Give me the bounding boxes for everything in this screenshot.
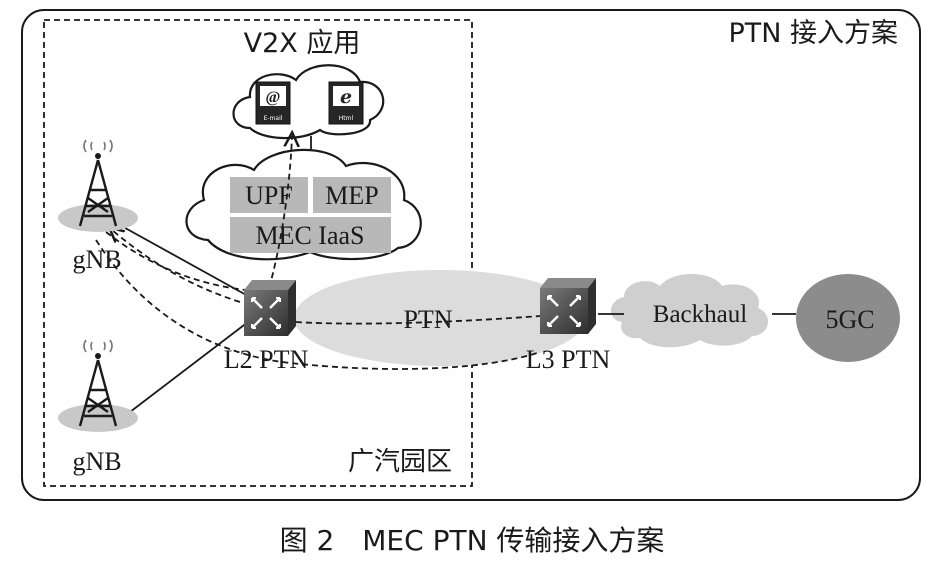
campus-frame: [43, 19, 473, 487]
gnb-bottom-tower-icon: [58, 339, 138, 432]
svg-text:Html: Html: [339, 115, 354, 122]
mep-cell: [313, 177, 391, 213]
gnb-bottom-label: gNB: [72, 447, 121, 476]
outer-frame: [21, 9, 921, 501]
mec-iaas-label: MEC IaaS: [255, 221, 364, 250]
l2-ptn-label: L2 PTN: [224, 345, 309, 374]
mec-iaas-cell: [230, 217, 391, 253]
v2x-label: V2X 应用: [244, 28, 361, 59]
scheme-title: PTN 接入方案: [728, 18, 898, 49]
campus-label: 广汽园区: [348, 447, 452, 477]
mep-label: MEP: [325, 181, 378, 210]
backhaul-cloud: [610, 274, 769, 348]
l2-ptn-router-icon: [244, 280, 296, 336]
core-5gc-node: [796, 274, 900, 362]
backhaul-label: Backhaul: [653, 301, 747, 328]
gnb-top-tower-icon: [58, 139, 138, 232]
l3-ptn-router-icon: [540, 278, 596, 334]
core-5gc-label: 5GC: [825, 305, 874, 334]
link-gnb-top-l2: [117, 223, 249, 297]
figure-caption: 图 2 MEC PTN 传输接入方案: [280, 524, 665, 557]
svg-text:E-mail: E-mail: [264, 115, 283, 122]
gnb-top-label: gNB: [72, 245, 121, 274]
email-app-icon: @ E-mail: [255, 81, 291, 125]
dashed-path-ptn-loop: [95, 239, 541, 370]
dashed-path-return-gnb: [112, 230, 241, 303]
svg-text:e: e: [340, 86, 352, 108]
link-gnb-bottom-l2: [129, 321, 249, 413]
html-app-icon: e Html: [328, 81, 364, 125]
ptn-label: PTN: [403, 305, 452, 334]
l3-ptn-label: L3 PTN: [526, 345, 611, 374]
upf-cell: [230, 177, 308, 213]
svg-text:@: @: [266, 89, 281, 106]
ptn-oval: [294, 270, 586, 366]
